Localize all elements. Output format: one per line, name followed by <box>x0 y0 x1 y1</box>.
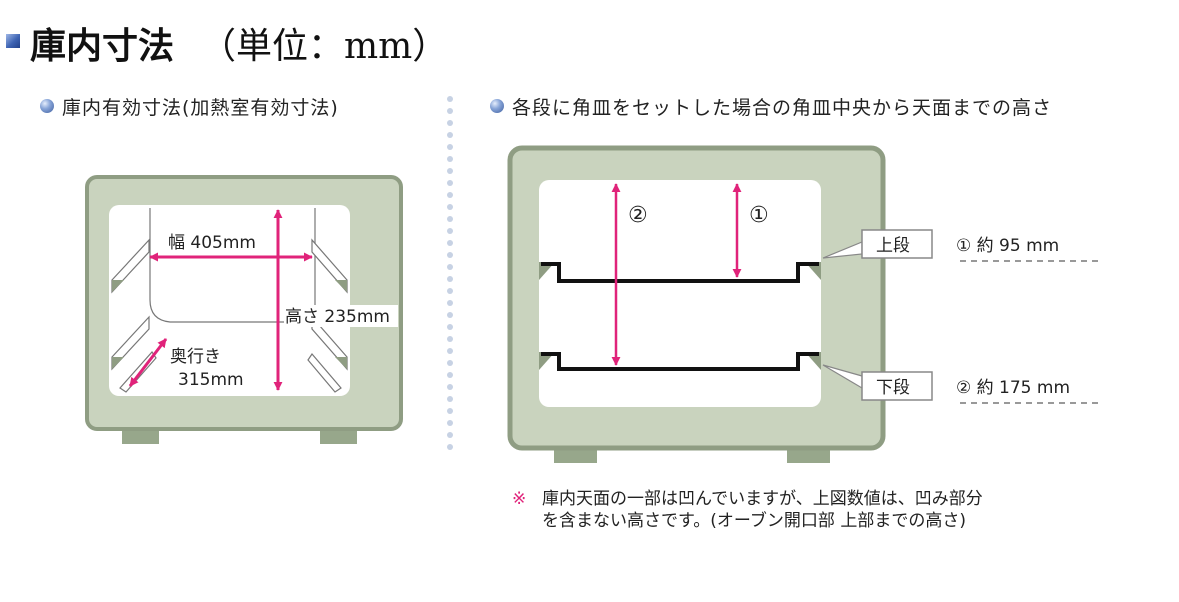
title-square-icon <box>6 34 20 48</box>
note-line: 庫内天面の一部は凹んでいますが、上図数値は、凹み部分 <box>542 489 983 509</box>
lower-tag <box>861 371 933 401</box>
note-mark: ※ <box>512 489 527 509</box>
depth-label: 奥行き <box>170 347 221 367</box>
note-line: を含まない高さです。(オーブン開口部 上部までの高さ) <box>542 511 966 531</box>
right-oven: ② ① 上段 下段 ① 約 95 mm ② 約 175 mm <box>507 145 1102 463</box>
side-rail <box>307 238 348 393</box>
rail-shadow <box>539 262 821 370</box>
svg-text:上段: 上段 <box>876 236 910 256</box>
left-oven: 幅 405mm 高さ 235mm 奥行き 315mm <box>85 175 403 444</box>
depth-value: 315mm <box>178 370 244 390</box>
height-label: 高さ 235mm <box>285 307 390 327</box>
title-main: 庫内寸法 <box>30 25 175 67</box>
oven-cavity <box>539 180 821 407</box>
depth-arrow <box>128 338 168 387</box>
rail-shadow <box>335 280 347 369</box>
marker-2: ② <box>628 203 648 228</box>
upper-tray <box>541 262 819 283</box>
width-label: 幅 405mm <box>168 233 256 253</box>
bullet-icon <box>490 99 504 113</box>
lower-tray <box>541 352 819 371</box>
svg-text:下段: 下段 <box>876 378 910 398</box>
title-unit: （単位：mm） <box>200 26 449 67</box>
section-divider <box>447 96 455 466</box>
back-wall <box>149 208 316 323</box>
upper-value: ① 約 95 mm <box>956 236 1059 256</box>
upper-tag <box>861 229 933 259</box>
rail-shadow <box>112 280 124 369</box>
bullet-icon <box>40 99 54 113</box>
marker-1: ① <box>749 203 769 228</box>
lower-value: ② 約 175 mm <box>956 378 1070 398</box>
